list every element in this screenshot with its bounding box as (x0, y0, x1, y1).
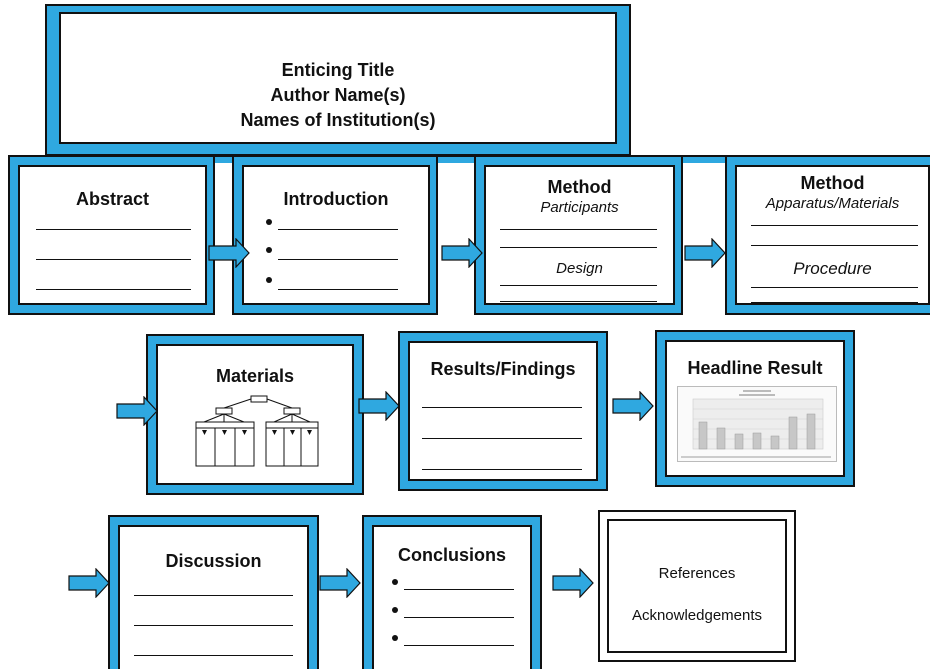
discussion-line (134, 655, 293, 656)
results-panel: Results/Findings (398, 331, 608, 491)
mini-bar-chart-icon (677, 386, 837, 462)
method-title: Method (547, 177, 612, 197)
discussion-title: Discussion (165, 551, 262, 571)
materials-title: Materials (215, 366, 295, 386)
abstract-line (36, 289, 191, 290)
flowchart-icon (195, 395, 319, 467)
acknowledgements-label: Acknowledgements (631, 607, 763, 624)
arrow-right-icon (612, 391, 654, 421)
discussion-panel: Discussion (108, 515, 319, 669)
arrow-right-icon (208, 238, 250, 268)
results-title: Results/Findings (430, 359, 576, 379)
apparatus-subtitle: Apparatus/Materials (765, 195, 900, 212)
conclusions-line (404, 617, 514, 618)
abstract-panel-inner: Abstract (18, 165, 207, 305)
introduction-line (278, 259, 398, 260)
bullet-icon (392, 635, 398, 641)
arrow-right-icon (116, 396, 158, 426)
arrow-right-icon (68, 568, 110, 598)
references-label: References (658, 565, 736, 582)
participants-subtitle: Participants (540, 199, 619, 216)
abstract-line (36, 229, 191, 230)
introduction-line (278, 289, 398, 290)
conclusions-line (404, 645, 514, 646)
discussion-line (134, 595, 293, 596)
references-panel: References Acknowledgements (607, 519, 787, 653)
arrow-right-icon (358, 391, 400, 421)
introduction-panel-inner: Introduction (242, 165, 430, 305)
discussion-line (134, 625, 293, 626)
method-line (500, 301, 657, 302)
conclusions-panel-inner: Conclusions (372, 525, 532, 669)
abstract-title: Abstract (75, 189, 150, 209)
introduction-line (278, 229, 398, 230)
author-names: Author Name(s) (270, 85, 406, 105)
method-apparatus-panel-inner: Method Apparatus/Materials Procedure (735, 165, 930, 305)
conclusions-title: Conclusions (397, 545, 506, 565)
arrow-right-icon (552, 568, 594, 598)
results-line (422, 407, 582, 408)
bullet-icon (392, 607, 398, 613)
method-line (751, 225, 918, 226)
bullet-icon (266, 277, 272, 283)
results-panel-inner: Results/Findings (408, 341, 598, 481)
design-subtitle: Design (556, 260, 603, 277)
method-participants-panel-inner: Method Participants Design (484, 165, 675, 305)
header-band (8, 155, 930, 163)
poster-title: Enticing Title (281, 60, 395, 80)
introduction-title: Introduction (283, 189, 389, 209)
method-line (751, 302, 918, 303)
headline-result-panel-inner: Headline Result (665, 340, 845, 477)
institution-names: Names of Institution(s) (240, 110, 436, 130)
bullet-icon (392, 579, 398, 585)
header-panel: Enticing Title Author Name(s) Names of I… (45, 4, 631, 156)
results-line (422, 438, 582, 439)
references-panel-outer: References Acknowledgements (598, 510, 796, 662)
discussion-panel-inner: Discussion (118, 525, 309, 669)
materials-panel: Materials (146, 334, 364, 495)
arrow-right-icon (441, 238, 483, 268)
header-panel-inner: Enticing Title Author Name(s) Names of I… (59, 12, 617, 144)
results-line (422, 469, 582, 470)
conclusions-panel: Conclusions (362, 515, 542, 669)
headline-result-panel: Headline Result (655, 330, 855, 487)
introduction-panel: Introduction (232, 155, 438, 315)
method-title: Method (800, 173, 865, 193)
bullet-icon (266, 247, 272, 253)
conclusions-line (404, 589, 514, 590)
arrow-right-icon (319, 568, 361, 598)
abstract-line (36, 259, 191, 260)
method-line (500, 285, 657, 286)
materials-panel-inner: Materials (156, 344, 354, 485)
procedure-subtitle: Procedure (793, 259, 872, 278)
method-line (500, 247, 657, 248)
method-line (751, 287, 918, 288)
method-line (751, 245, 918, 246)
abstract-panel: Abstract (8, 155, 215, 315)
method-line (500, 229, 657, 230)
method-participants-panel: Method Participants Design (474, 155, 683, 315)
bullet-icon (266, 219, 272, 225)
method-apparatus-panel: Method Apparatus/Materials Procedure (725, 155, 930, 315)
arrow-right-icon (684, 238, 726, 268)
headline-result-title: Headline Result (687, 358, 823, 378)
